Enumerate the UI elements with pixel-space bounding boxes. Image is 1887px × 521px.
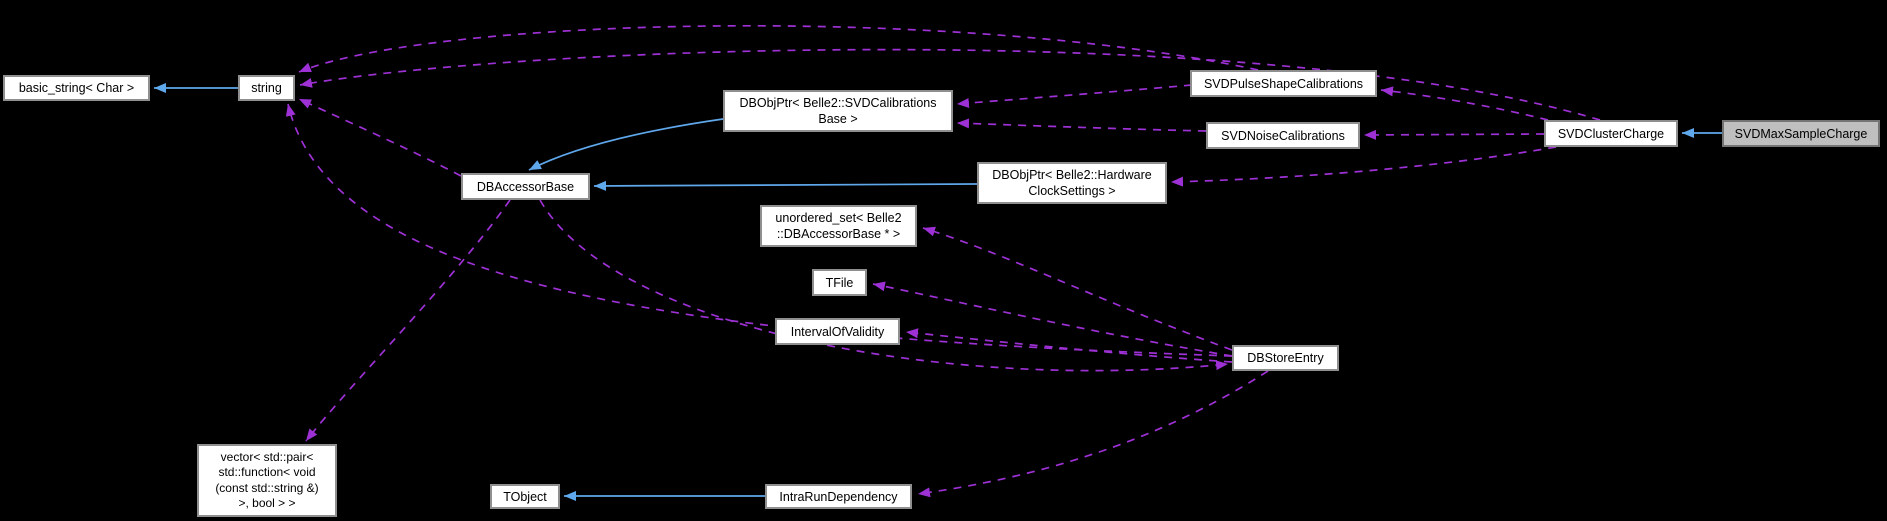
node-dbstoreentry[interactable]: DBStoreEntry: [1232, 345, 1339, 371]
node-tobject[interactable]: TObject: [490, 484, 560, 509]
edge-svdcluster-to-svdnoise: [1363, 129, 1545, 140]
node-intervalofvalidity[interactable]: IntervalOfValidity: [775, 318, 900, 345]
edge-svdcluster-to-dbobjptr-hw: [1170, 146, 1557, 187]
edge-dbstoreentry-to-intervalofvalidity: [905, 328, 1233, 363]
edge-svdcluster-to-svdpulse: [1380, 86, 1549, 121]
node-svdpulseshapecalibrations[interactable]: SVDPulseShapeCalibrations: [1190, 70, 1377, 97]
node-dbaccessorbase[interactable]: DBAccessorBase: [461, 173, 590, 200]
node-string[interactable]: string: [238, 75, 295, 101]
edge-svdcluster-to-string: [299, 48, 1601, 121]
edge-svdnoise-to-dbobjptr-svdcalib: [956, 118, 1207, 132]
node-svdmaxsamplecharge: SVDMaxSampleCharge: [1722, 120, 1880, 147]
edge-dbobjptr-hw-to-dbaccessorbase: [593, 180, 978, 191]
edge-dbstoreentry-to-unordered-set: [922, 226, 1233, 351]
edge-dbstoreentry-to-string: [285, 103, 1233, 357]
edge-dbstoreentry-to-tfile: [872, 281, 1233, 357]
edge-dbaccessorbase-to-string: [298, 98, 462, 177]
node-dbobjptr-svdcalibrationsbase[interactable]: DBObjPtr< Belle2::SVDCalibrations Base >: [723, 90, 953, 132]
edge-svdpulse-to-string: [298, 24, 1259, 73]
node-vector-pair-function[interactable]: vector< std::pair< std::function< void (…: [197, 444, 337, 517]
node-tfile[interactable]: TFile: [812, 269, 867, 296]
node-intrarundependency[interactable]: IntraRunDependency: [765, 484, 912, 509]
edge-svdpulse-to-dbobjptr-svdcalib: [956, 84, 1193, 109]
node-basic-string[interactable]: basic_string< Char >: [3, 75, 150, 101]
node-svdclustercharge[interactable]: SVDClusterCharge: [1544, 120, 1678, 147]
node-svdnoisecalibrations[interactable]: SVDNoiseCalibrations: [1206, 122, 1360, 149]
edge-dbaccessorbase-to-vector: [305, 199, 511, 442]
edge-dbobjptr-svdcalib-to-dbaccessorbase: [528, 118, 724, 171]
node-unordered-set-dbaccessorbase[interactable]: unordered_set< Belle2 ::DBAccessorBase *…: [760, 205, 917, 247]
edge-dbstoreentry-to-intrarundependency: [917, 370, 1269, 498]
node-dbobjptr-hardwareclocksettings[interactable]: DBObjPtr< Belle2::Hardware ClockSettings…: [977, 162, 1167, 204]
